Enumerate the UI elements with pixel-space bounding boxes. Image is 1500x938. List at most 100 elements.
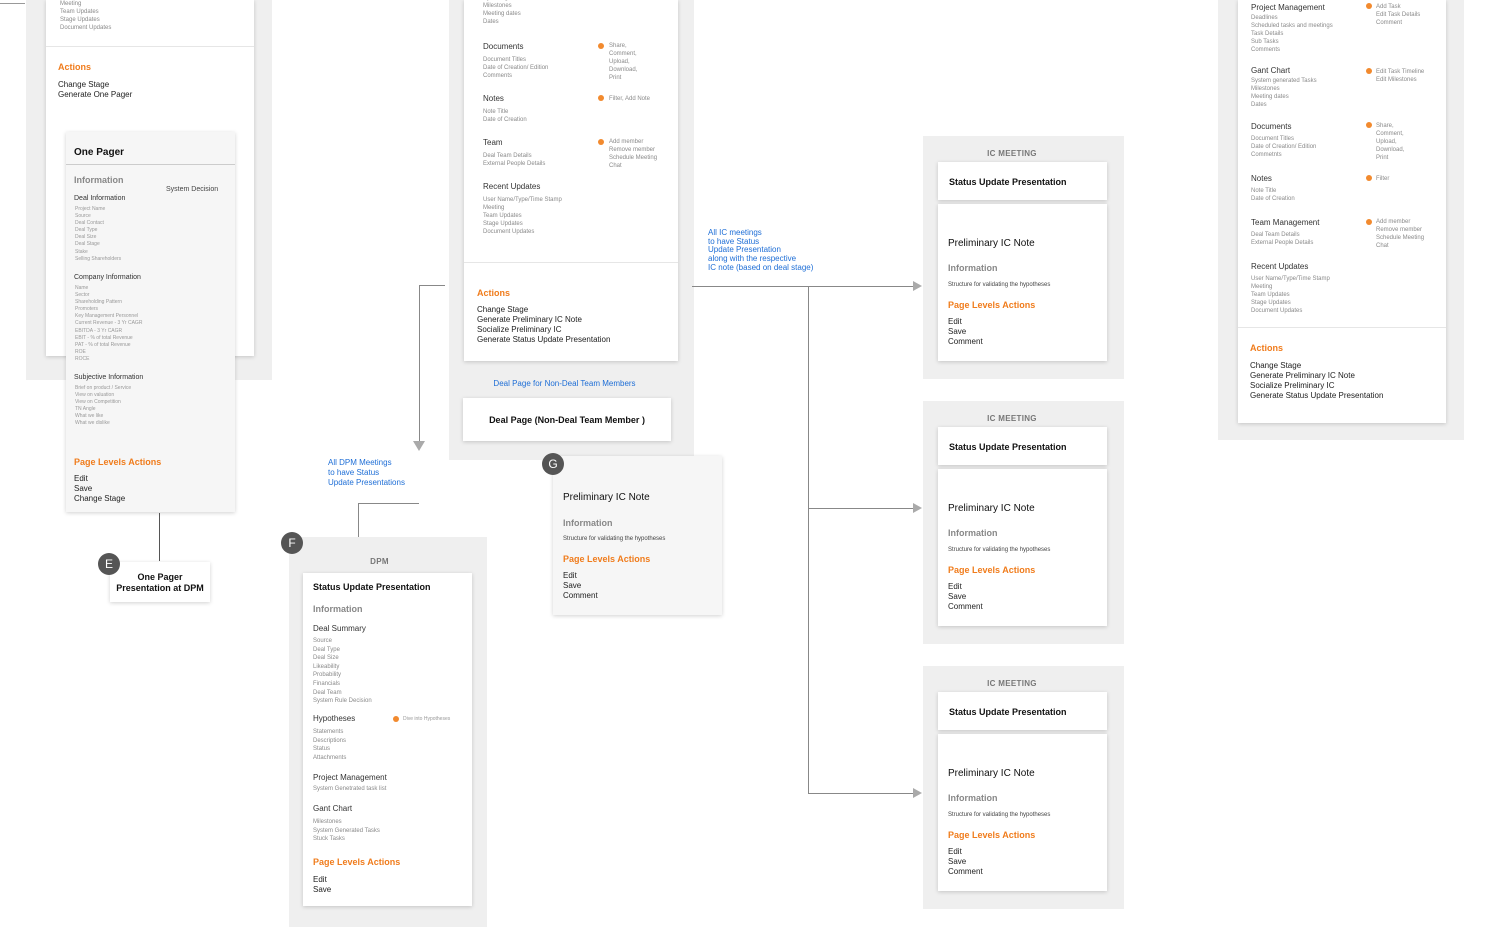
rp-team-actions[interactable]: Add member Remove member Schedule Meetin… — [1376, 219, 1425, 249]
deal-information-items: Project Name Source Deal Contact Deal Ty… — [75, 206, 122, 262]
rp-gant-title: Gant Chart — [1251, 66, 1291, 75]
prelim-page-actions-title: Page Levels Actions — [563, 554, 651, 564]
one-pager-dpm-label: One Pager Presentation at DPM — [116, 572, 204, 593]
one-pager-dpm-card: One Pager Presentation at DPM — [110, 562, 210, 602]
rp-project-management-title: Project Management — [1251, 3, 1325, 12]
recent-updates-title: Recent Updates — [483, 182, 541, 191]
one-pager-page-actions: Edit Save Change Stage — [74, 474, 126, 503]
ic-page-actions: Edit Save Comment — [948, 847, 983, 876]
connector-line — [692, 286, 916, 287]
rp-project-management-items: Deadlines Scheduled tasks and meetings T… — [1251, 15, 1333, 53]
dpm-information-label: Information — [313, 604, 363, 614]
deal-page-actions-title: Actions — [477, 288, 511, 298]
ic-structure: Structure for validating the hypotheses — [948, 282, 1051, 288]
ic-page-actions-title: Page Levels Actions — [948, 300, 1036, 310]
rp-project-management-actions[interactable]: Add Task Edit Task Details Comment — [1376, 4, 1421, 26]
documents-items: Document Titles Date of Creation/ Editio… — [483, 57, 549, 79]
rp-notes-items: Note Title Date of Creation — [1251, 188, 1295, 202]
company-information-title: Company Information — [74, 274, 141, 281]
connector-line — [358, 503, 419, 504]
connector-line — [419, 285, 420, 442]
status-update-title: Status Update Presentation — [949, 442, 1067, 452]
rp-documents-items: Document Titles Date of Creation/ Editio… — [1251, 136, 1317, 158]
right-page-card: Project Management Deadlines Scheduled t… — [1238, 0, 1446, 423]
dpm-card: Status Update Presentation Information D… — [303, 573, 472, 906]
team-title: Team — [483, 138, 503, 147]
ic-annotation: All IC meetings to have Status Update Pr… — [708, 228, 814, 272]
documents-actions[interactable]: Share, Comment, Upload, Download, Print — [609, 43, 638, 81]
ic-meeting-label: IC MEETING — [987, 679, 1037, 688]
action-dot — [393, 716, 399, 722]
rp-gant-actions[interactable]: Edit Task Timeline Edit Milestones — [1376, 69, 1425, 83]
gant-chart-title: Gant Chart — [313, 804, 353, 813]
dpm-label: DPM — [370, 557, 389, 566]
rp-notes-actions[interactable]: Filter — [1376, 176, 1390, 182]
system-decision-label: System Decision — [166, 186, 219, 193]
notes-actions[interactable]: Filter, Add Note — [609, 96, 651, 102]
recent-updates-items: User Name/Type/Time Stamp Meeting Team U… — [483, 197, 562, 235]
company-information-items: Name Sector Shareholding Pattern Promote… — [75, 285, 143, 362]
connector-line — [159, 513, 160, 561]
documents-title: Documents — [483, 42, 524, 51]
project-management-items: System Genetrated task list — [313, 786, 387, 792]
non-deal-team-card[interactable]: Deal Page (Non-Deal Team Member ) — [463, 398, 671, 441]
subjective-information-items: Brief on product / Service View on valua… — [75, 385, 132, 427]
project-management-title: Project Management — [313, 773, 387, 782]
prelim-ic-note-title: Preliminary IC Note — [563, 492, 650, 503]
ic-information-label: Information — [948, 528, 998, 538]
team-actions[interactable]: Add member Remove member Schedule Meetin… — [609, 139, 658, 169]
notes-items: Note Title Date of Creation — [483, 109, 527, 123]
ic-information-label: Information — [948, 263, 998, 273]
connector-line — [419, 285, 445, 286]
rp-actions-title: Actions — [1250, 343, 1284, 353]
action-dot — [1366, 219, 1372, 225]
badge-f: F — [281, 532, 303, 554]
rp-recent-updates-items: User Name/Type/Time Stamp Meeting Team U… — [1251, 276, 1330, 314]
action-dot — [1366, 3, 1372, 9]
dive-into-hypotheses-link[interactable]: Dive into Hypotheses — [403, 716, 451, 722]
left-page-actions-title: Actions — [58, 62, 92, 72]
non-deal-team-label: Deal Page (Non-Deal Team Member ) — [489, 415, 645, 425]
rp-recent-updates-title: Recent Updates — [1251, 262, 1309, 271]
divider — [464, 262, 678, 263]
prelim-page-actions: Edit Save Comment — [563, 571, 598, 600]
ic-note-title: Preliminary IC Note — [948, 503, 1035, 514]
ic-structure: Structure for validating the hypotheses — [948, 812, 1051, 818]
deal-page-actions: Change Stage Generate Preliminary IC Not… — [477, 305, 611, 344]
ic-structure: Structure for validating the hypotheses — [948, 547, 1051, 553]
status-update-card[interactable]: Status Update Presentation — [938, 162, 1107, 200]
action-dot — [1366, 175, 1372, 181]
status-update-title: Status Update Presentation — [949, 177, 1067, 187]
ic-page-actions: Edit Save Comment — [948, 582, 983, 611]
deal-summary-items: Source Deal Type Deal Size Likeability P… — [313, 638, 372, 705]
prelim-information-label: Information — [563, 518, 613, 528]
arrow-right-icon — [913, 788, 922, 798]
ic-page-actions-title: Page Levels Actions — [948, 565, 1036, 575]
rp-documents-actions[interactable]: Share, Comment, Upload, Download, Print — [1376, 123, 1405, 161]
connector-line — [808, 508, 916, 509]
arrow-right-icon — [913, 281, 922, 291]
non-deal-caption: Deal Page for Non-Deal Team Members — [493, 379, 636, 388]
rp-team-items: Deal Team Details External People Detail… — [1251, 232, 1314, 246]
rp-team-title: Team Management — [1251, 218, 1320, 227]
arrow-down-icon — [413, 441, 425, 451]
left-page-updates-list: Meeting Team Updates Stage Updates Docum… — [60, 1, 112, 31]
hypotheses-title: Hypotheses — [313, 714, 356, 723]
left-page-actions: Change Stage Generate One Pager — [58, 80, 133, 99]
ic-note-title: Preliminary IC Note — [948, 768, 1035, 779]
dpm-page-actions: Edit Save — [313, 875, 332, 894]
ic-note-card: Preliminary IC Note Information Structur… — [938, 204, 1107, 361]
dpm-annotation: All DPM Meetings to have Status Update P… — [328, 458, 405, 487]
action-dot — [598, 139, 604, 145]
divider — [46, 46, 254, 47]
ic-note-card: Preliminary IC Note Information Structur… — [938, 734, 1107, 891]
one-pager-title: One Pager — [74, 147, 125, 158]
team-items: Deal Team Details External People Detail… — [483, 153, 546, 167]
deal-page-card: System generated Tasks Milestones Meetin… — [464, 0, 678, 361]
prelim-ic-note-card: Preliminary IC Note Information Structur… — [553, 456, 722, 615]
one-pager-page-actions-title: Page Levels Actions — [74, 457, 162, 467]
status-update-card[interactable]: Status Update Presentation — [938, 692, 1107, 730]
ic-page-actions: Edit Save Comment — [948, 317, 983, 346]
status-update-card[interactable]: Status Update Presentation — [938, 427, 1107, 465]
badge-g: G — [542, 453, 564, 475]
